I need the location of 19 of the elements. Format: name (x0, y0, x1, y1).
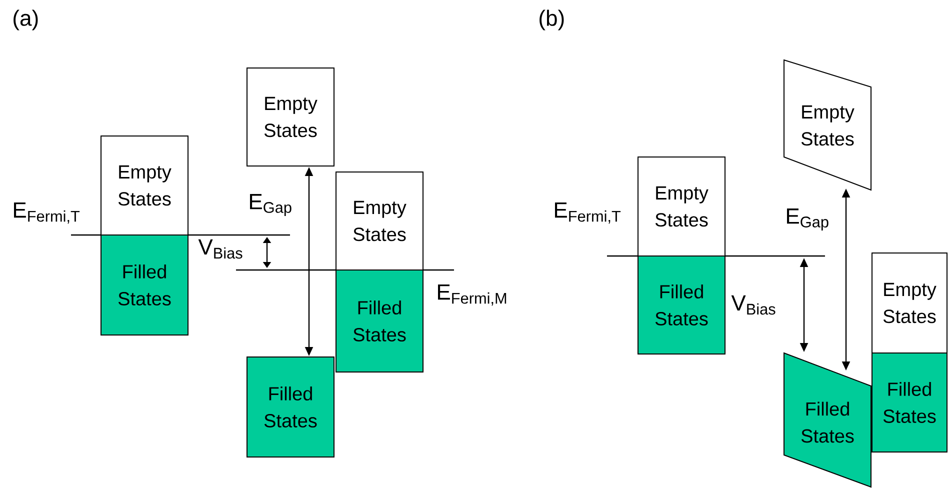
energy-label: E$_{Fermi,M}$ (438, 284, 506, 306)
filled-states-band: Filled States (872, 352, 948, 452)
empty-states-band: Empty States (246, 68, 334, 166)
filled-states-band: Filled States (638, 256, 726, 354)
filled-states-band: Filled States (336, 270, 424, 372)
empty-states-band: Empty States (336, 172, 424, 270)
empty-states-band: Empty States (872, 252, 948, 354)
edge-label: E$_{Gap}$ (787, 208, 828, 230)
energy-label: (b) (540, 10, 564, 30)
energy-label: (a) (14, 10, 38, 30)
empty-states-band: Empty States (100, 136, 188, 236)
filled-states-band: Filled States (100, 234, 188, 336)
energy-label: V$_{Bias}$ (731, 295, 776, 315)
filled-states-band: Filled States (246, 356, 334, 458)
empty-states-band: Empty States (638, 156, 726, 256)
energy-label: V$_{Bias}$ (198, 239, 242, 259)
edge-label: E$_{Gap}$ (250, 194, 292, 216)
energy-label: E$_{Fermi,T}$ (14, 202, 80, 224)
energy-label: E$_{Fermi,T}$ (555, 202, 621, 224)
